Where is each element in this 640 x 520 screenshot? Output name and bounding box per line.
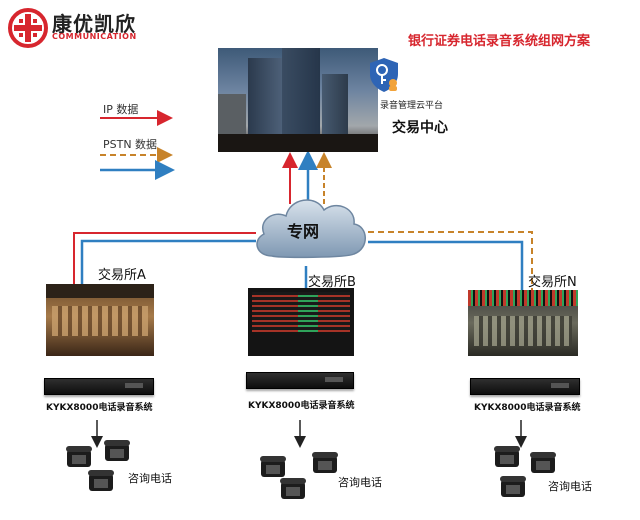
exchange-b-recorder-label: KYKX8000电话录音系统 xyxy=(248,401,355,411)
phone-icon xyxy=(88,470,114,491)
legend-ip-label: IP 数据 xyxy=(103,103,139,116)
shield-key-icon xyxy=(370,58,398,92)
trading-center-photo xyxy=(218,48,378,152)
private-network-cloud-icon xyxy=(256,199,366,259)
exchange-a-phones-label: 咨询电话 xyxy=(128,472,172,485)
cloud-platform-label: 录音管理云平台 xyxy=(380,101,444,111)
phone-icon xyxy=(280,478,306,499)
exchange-b-photo xyxy=(248,288,354,356)
phone-icon xyxy=(104,440,130,461)
exchange-b-phones-label: 咨询电话 xyxy=(338,476,382,489)
exchange-n-photo xyxy=(468,290,578,356)
phone-icon xyxy=(260,456,286,477)
brand-tagline: COMMUNICATION xyxy=(52,32,137,41)
exchange-n-recorder-label: KYKX8000电话录音系统 xyxy=(474,403,581,413)
exchange-b-recorder-device xyxy=(246,372,354,389)
exchange-n-recorder-device xyxy=(470,378,580,395)
exchange-a-recorder-label: KYKX8000电话录音系统 xyxy=(46,403,153,413)
exchange-n-label: 交易所N xyxy=(528,275,577,290)
exchange-a-photo xyxy=(46,284,154,356)
brand-logo-icon xyxy=(8,8,48,48)
legend-pstn-label: PSTN 数据 xyxy=(103,138,158,151)
phone-icon xyxy=(494,446,520,467)
trading-center-label: 交易中心 xyxy=(392,120,448,136)
page-title: 银行证券电话录音系统组网方案 xyxy=(408,34,591,49)
phone-icon xyxy=(530,452,556,473)
brand-name: 康优凯欣 xyxy=(52,12,136,36)
phone-icon xyxy=(66,446,92,467)
phone-icon xyxy=(312,452,338,473)
private-network-label: 专网 xyxy=(287,222,320,241)
exchange-b-label: 交易所B xyxy=(308,275,356,290)
phone-icon xyxy=(500,476,526,497)
exchange-n-phones-label: 咨询电话 xyxy=(548,480,592,493)
exchange-a-recorder-device xyxy=(44,378,154,395)
exchange-a-label: 交易所A xyxy=(98,268,146,283)
